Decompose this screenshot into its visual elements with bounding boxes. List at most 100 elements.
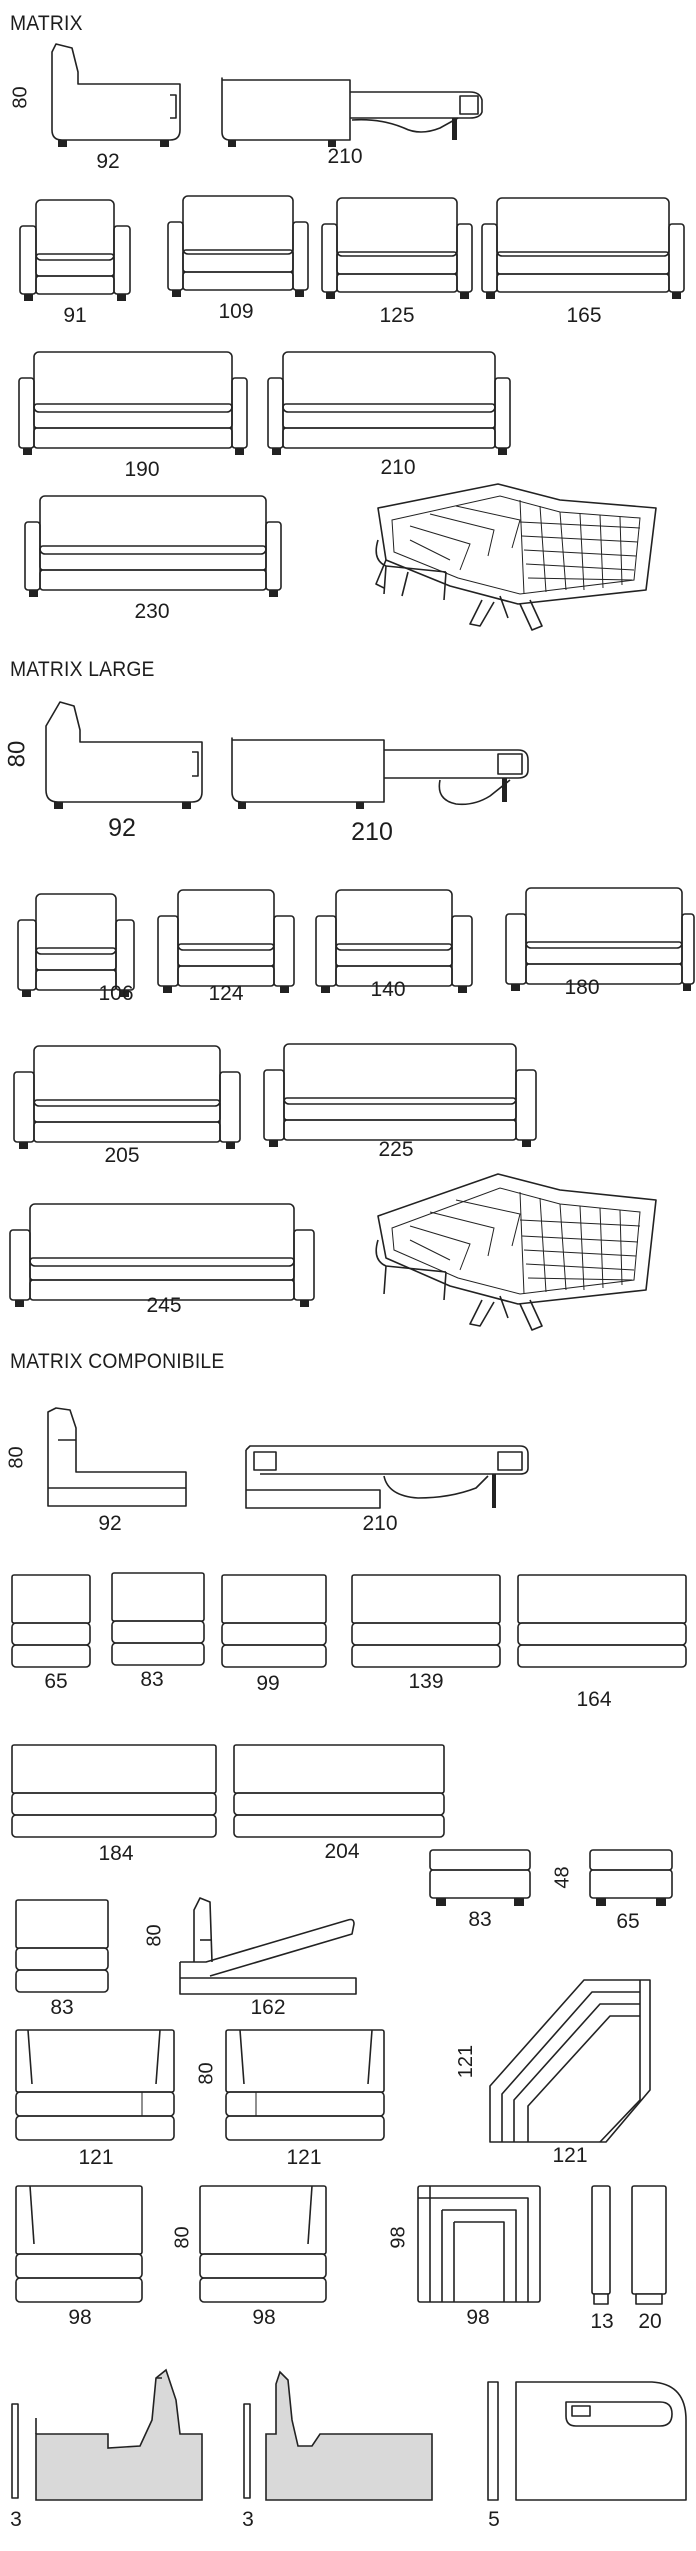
armrest-module-98-right: [199, 2185, 327, 2303]
dim-label: 92: [98, 1512, 122, 1535]
dim-label: 245: [146, 1294, 182, 1317]
end-module-121-left: [15, 2029, 175, 2141]
dim-label: 92: [96, 150, 120, 173]
side-panel-20: [631, 2185, 667, 2305]
bed-mechanism-perspective-1: [375, 483, 657, 631]
dim-label: 13: [590, 2310, 614, 2333]
dim-label: 210: [362, 1512, 398, 1535]
dim-label: 80: [195, 2062, 218, 2085]
dim-label: 210: [351, 818, 393, 846]
section-title-matrix-componibile: MATRIX COMPONIBILE: [10, 1350, 225, 1373]
module-side-view: [47, 1407, 187, 1507]
armrest-module-98-left: [15, 2185, 143, 2303]
bed-mechanism-perspective-2: [375, 1173, 657, 1331]
dim-label: 92: [108, 814, 136, 842]
large-sofa-front-225: [263, 1043, 537, 1147]
seat-module-164: [517, 1574, 687, 1668]
large-sofa-front-180: [505, 887, 695, 991]
dim-label: 3: [10, 2508, 22, 2531]
large-sofa-front-205: [13, 1045, 241, 1149]
corner-square-98: [417, 2185, 541, 2303]
large-sofa-side-view: [45, 701, 203, 809]
dim-label: 91: [63, 304, 87, 327]
dim-label: 121: [455, 2044, 478, 2079]
section-title-matrix: MATRIX: [10, 12, 83, 35]
small-module-83: [15, 1899, 109, 1993]
dim-label: 204: [324, 1840, 360, 1863]
dim-label: 121: [78, 2146, 114, 2169]
dim-label: 140: [370, 978, 406, 1001]
dim-label: 139: [408, 1670, 444, 1693]
panel-profile-3b: [243, 2370, 433, 2501]
dim-label: 5: [488, 2508, 500, 2531]
dim-label: 124: [208, 982, 244, 1005]
dim-label: 230: [134, 600, 170, 623]
dim-label: 125: [379, 304, 415, 327]
panel-profile-3a: [11, 2368, 203, 2501]
large-sofa-front-106: [17, 893, 135, 997]
dim-label: 83: [50, 1996, 74, 2019]
dim-label: 121: [552, 2144, 588, 2167]
sofa-front-210: [267, 351, 511, 455]
dim-label: 98: [387, 2226, 410, 2249]
dim-label: 210: [327, 145, 363, 168]
dim-label: 225: [378, 1138, 414, 1161]
dim-label: 180: [564, 976, 600, 999]
sofa-front-125: [321, 197, 473, 299]
dim-label: 65: [616, 1910, 640, 1933]
dim-label: 184: [98, 1842, 134, 1865]
dim-label: 98: [466, 2306, 490, 2329]
dim-label: 20: [638, 2310, 662, 2333]
corner-module-121: [489, 1979, 651, 2143]
sofa-side-view: [51, 43, 181, 147]
dim-label: 205: [104, 1144, 140, 1167]
dim-label: 83: [468, 1908, 492, 1931]
sofa-bed-open-side-view: [221, 77, 483, 147]
seat-module-139: [351, 1574, 501, 1668]
dim-label: 98: [68, 2306, 92, 2329]
seat-module-184: [11, 1744, 217, 1838]
large-sofa-bed-open-side-view: [231, 737, 529, 809]
dim-label: 80: [5, 1446, 28, 1469]
large-sofa-front-140: [315, 889, 473, 993]
dim-label: 80: [9, 86, 32, 109]
seat-module-65: [11, 1574, 91, 1668]
dim-label: 121: [286, 2146, 322, 2169]
dim-label: 109: [218, 300, 254, 323]
dim-label: 190: [124, 458, 160, 481]
pouf-83: [429, 1849, 531, 1906]
seat-module-204: [233, 1744, 445, 1838]
seat-module-83: [111, 1572, 205, 1666]
dim-label: 99: [256, 1672, 280, 1695]
seat-module-99: [221, 1574, 327, 1668]
sofa-front-165: [481, 197, 685, 299]
sofa-front-230: [24, 495, 282, 597]
dim-label: 3: [242, 2508, 254, 2531]
dim-label: 65: [44, 1670, 68, 1693]
dim-label: 98: [252, 2306, 276, 2329]
dim-label: 83: [140, 1668, 164, 1691]
chaise-module-162: [179, 1897, 357, 1995]
end-module-121-right: [225, 2029, 385, 2141]
dim-label: 164: [576, 1688, 612, 1711]
large-sofa-front-245: [9, 1203, 315, 1307]
dim-label: 48: [551, 1866, 574, 1889]
dim-label: 106: [98, 982, 134, 1005]
pouf-65: [589, 1849, 673, 1906]
dim-label: 80: [143, 1924, 166, 1947]
dim-label: 210: [380, 456, 416, 479]
dim-label: 162: [250, 1996, 286, 2019]
sofa-front-190: [18, 351, 248, 455]
side-panel-13: [591, 2185, 611, 2305]
sofa-front-91: [19, 199, 131, 301]
dim-label: 80: [3, 740, 31, 768]
module-bed-open-side-view: [245, 1445, 529, 1509]
section-title-matrix-large: MATRIX LARGE: [10, 658, 155, 681]
large-sofa-front-124: [157, 889, 295, 993]
panel-profile-5: [487, 2381, 687, 2501]
dim-label: 165: [566, 304, 602, 327]
dim-label: 80: [171, 2226, 194, 2249]
sofa-front-109: [167, 195, 309, 297]
